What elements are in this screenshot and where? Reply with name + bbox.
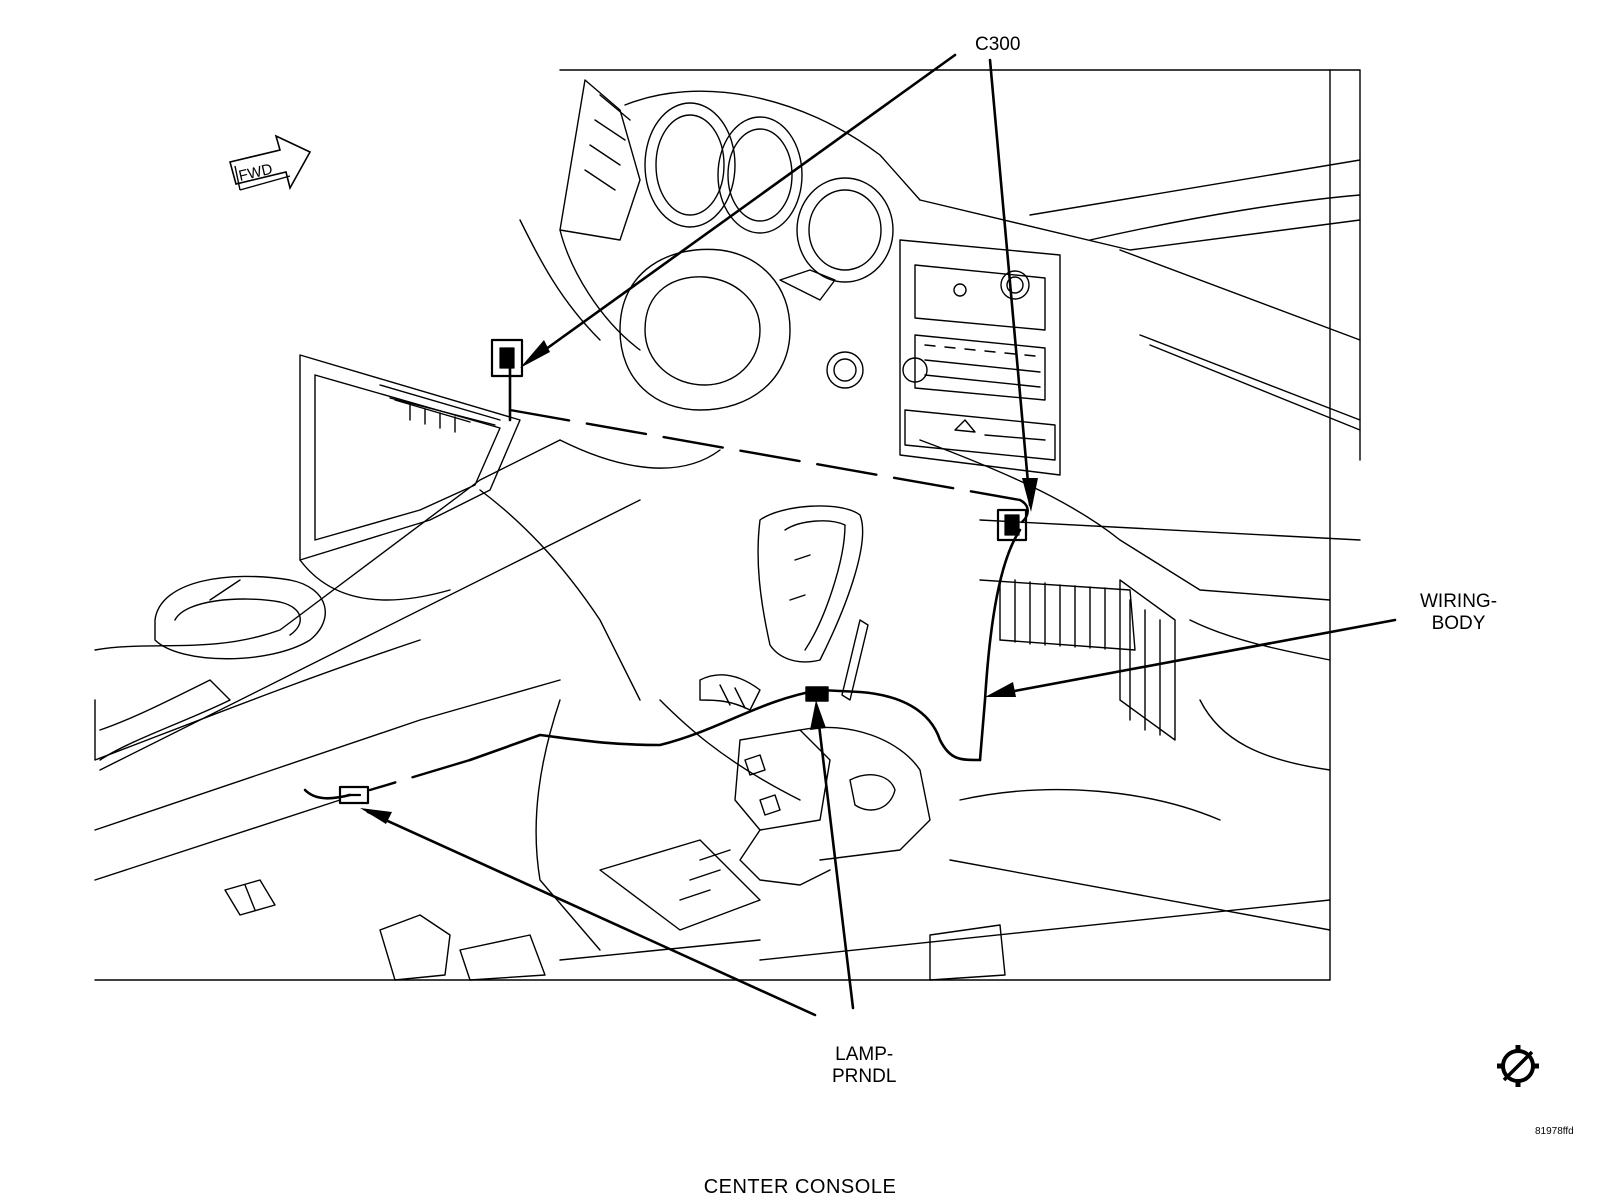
- floor-pan: [94, 69, 1361, 981]
- callout-lamp-prndl: LAMP- PRNDL: [832, 1044, 896, 1088]
- callout-c300: C300: [975, 34, 1020, 56]
- connector-lamp-prndl-lower: [338, 785, 370, 805]
- console-body: [94, 439, 721, 951]
- callout-lamp-prndl-line-1: LAMP-: [835, 1044, 894, 1065]
- callout-wiring-body-line-1: WIRING-: [1420, 591, 1498, 612]
- figure-code: 81978ffd: [1535, 1126, 1574, 1137]
- connector-c300-lower: [996, 508, 1028, 542]
- instrument-panel: [559, 69, 1361, 461]
- callout-wiring-body: WIRING- BODY: [1420, 591, 1497, 635]
- shift-mechanism: [599, 726, 931, 931]
- shifter-bezel: [659, 505, 869, 801]
- figure-caption: CENTER CONSOLE: [703, 1176, 897, 1198]
- connector-lamp-prndl-upper: [805, 686, 829, 702]
- wiring-dashed-runs: [368, 408, 1022, 792]
- radio-stack: [899, 239, 1061, 476]
- steering-wheel: [519, 219, 864, 411]
- callout-wiring-body-line-2: BODY: [1431, 613, 1486, 634]
- callout-c300-line-1: C300: [975, 34, 1021, 55]
- fwd-arrow-icon: FWD: [229, 134, 312, 191]
- wiring-drop-to-c300: [1018, 498, 1029, 524]
- connector-c300-upper: [490, 338, 524, 378]
- circle-slash-gear-icon: [1497, 1045, 1539, 1087]
- leader-arrowheads: [360, 340, 1038, 824]
- callout-lamp-prndl-line-2: PRNDL: [832, 1066, 897, 1087]
- leader-lines: [366, 53, 1397, 1017]
- cup-holder: [154, 575, 326, 660]
- wiring-body-harness: [303, 358, 1022, 800]
- console-bezel: [299, 354, 521, 601]
